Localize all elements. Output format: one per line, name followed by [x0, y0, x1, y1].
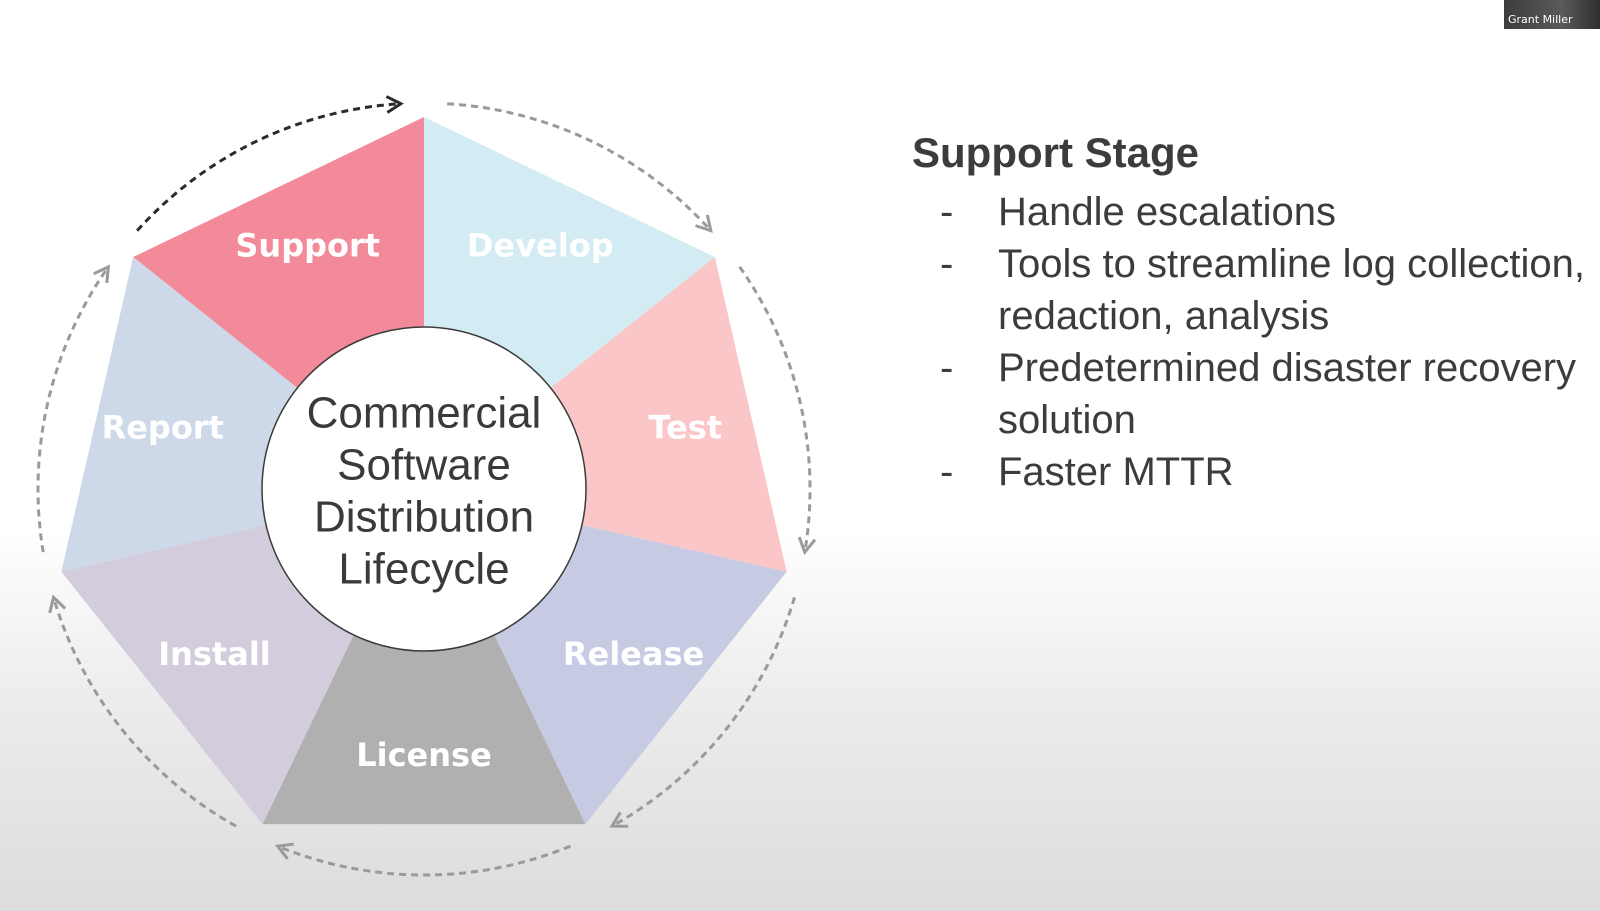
bullet-item: -Tools to streamline log collection, red…: [912, 238, 1592, 342]
bullet-dash: -: [940, 190, 954, 234]
segment-label-report: Report: [102, 408, 224, 446]
bullet-text: Predetermined disaster recovery solution: [998, 346, 1577, 442]
center-circle: [261, 326, 587, 652]
segment-label-install: Install: [158, 635, 271, 673]
bullet-list: -Handle escalations -Tools to streamline…: [912, 186, 1592, 498]
panel-title: Support Stage: [912, 129, 1200, 176]
cycle-arrow-test: [738, 265, 812, 553]
cycle-arrow-install: [52, 596, 237, 828]
bullet-item: -Faster MTTR: [912, 446, 1592, 498]
segment-label-license: License: [356, 736, 492, 774]
bullet-dash: -: [940, 346, 954, 390]
participant-name: Grant Miller: [1508, 13, 1573, 26]
arrowhead-icon: [695, 214, 713, 233]
segment-label-develop: Develop: [467, 227, 614, 265]
bullet-item: -Handle escalations: [912, 186, 1592, 238]
segment-label-release: Release: [563, 635, 704, 673]
center-title-line-2: Software: [337, 441, 511, 490]
bullet-text: Tools to streamline log collection, reda…: [998, 242, 1585, 338]
arrowhead-icon: [48, 594, 67, 614]
arrowhead-icon: [274, 842, 294, 860]
arrowhead-icon: [609, 811, 629, 828]
cycle-arrow-report: [36, 265, 110, 553]
center-title-line-3: Distribution: [314, 493, 534, 542]
bullet-text: Faster MTTR: [998, 450, 1234, 494]
arrowhead-icon: [385, 95, 404, 114]
stage-details-panel: Support Stage -Handle escalations -Tools…: [912, 128, 1592, 498]
bullet-item: -Predetermined disaster recovery solutio…: [912, 342, 1592, 446]
segment-license: [262, 489, 586, 825]
bullet-text: Handle escalations: [998, 190, 1336, 234]
cycle-arrow-support: [136, 102, 401, 232]
bullet-dash: -: [940, 242, 954, 286]
arrowhead-icon: [797, 536, 817, 556]
cycle-arrow-develop: [447, 102, 712, 232]
cycle-arrow-license: [277, 844, 571, 877]
segment-label-support: Support: [235, 227, 380, 265]
participant-video-thumbnail[interactable]: Grant Miller: [1504, 0, 1600, 29]
center-title-line-1: Commercial: [307, 389, 542, 438]
bullet-dash: -: [940, 450, 954, 494]
cycle-arrow-release: [611, 596, 796, 828]
center-title-line-4: Lifecycle: [338, 545, 509, 594]
segment-label-test: Test: [648, 408, 722, 446]
arrowhead-icon: [93, 264, 111, 284]
